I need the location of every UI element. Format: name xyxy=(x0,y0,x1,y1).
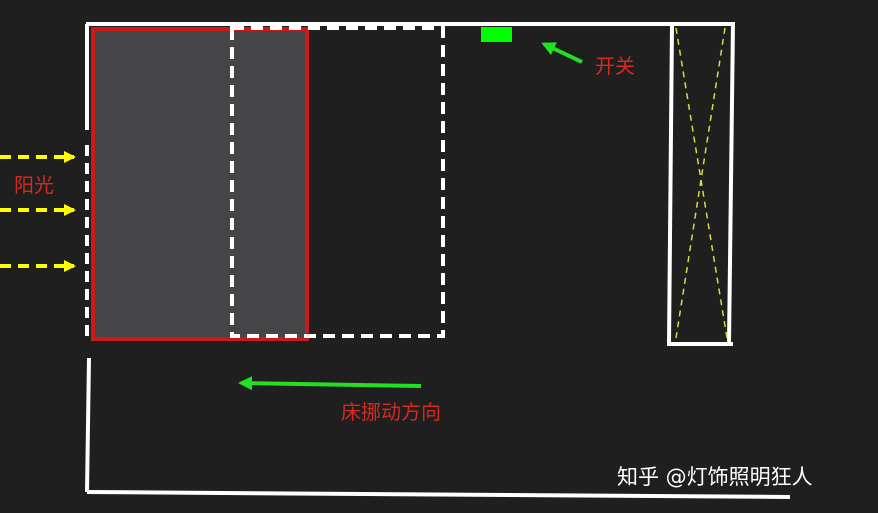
bed-current xyxy=(91,27,309,341)
right-wall xyxy=(727,21,735,343)
sunlight-label: 阳光 xyxy=(14,173,54,197)
room-walls xyxy=(85,21,791,499)
switch-arrow xyxy=(541,42,583,64)
bed-new-position xyxy=(230,26,445,338)
sunlight-arrows xyxy=(0,151,76,272)
bed-move-arrow xyxy=(238,376,422,391)
wardrobe-cross-line xyxy=(675,27,728,339)
wardrobe-left-edge xyxy=(667,23,674,345)
bed-move-label: 床挪动方向 xyxy=(341,400,441,424)
wardrobe-cross-line xyxy=(675,27,726,339)
switch-label: 开关 xyxy=(595,54,635,78)
wardrobe xyxy=(667,23,733,346)
watermark: 知乎 @灯饰照明狂人 xyxy=(617,465,813,489)
switch-marker xyxy=(481,27,512,42)
left-wall-lower xyxy=(85,357,91,493)
bottom-wall xyxy=(86,490,791,499)
